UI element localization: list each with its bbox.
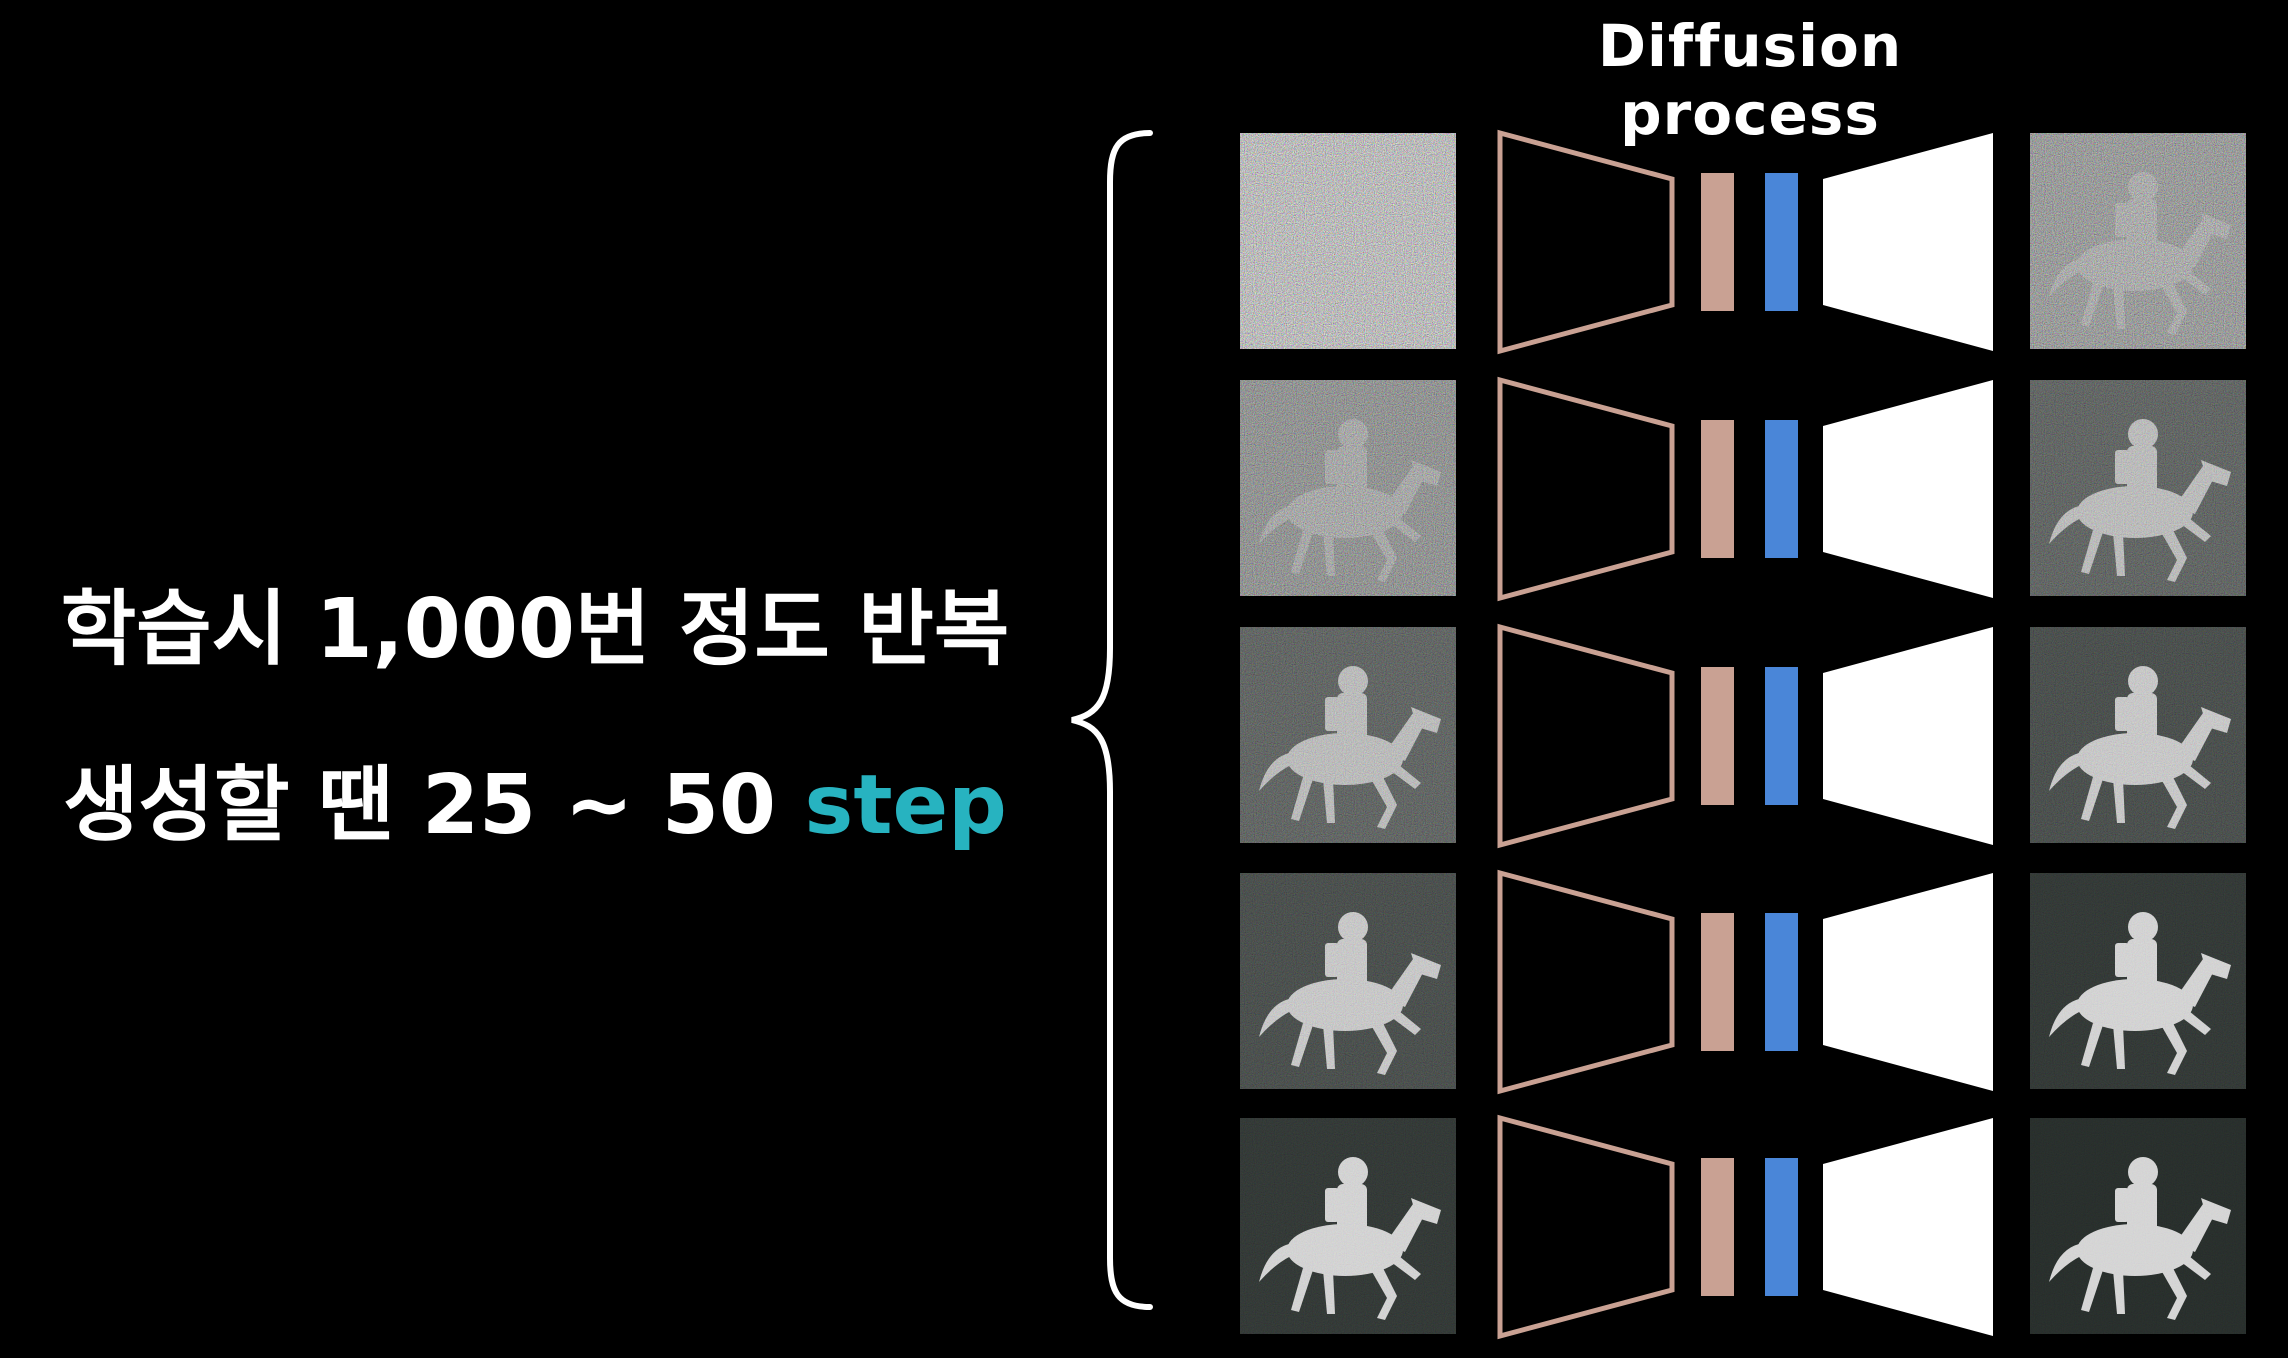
diffusion-step-row — [1240, 376, 2246, 602]
latent-bar-blue — [1765, 1158, 1798, 1296]
clean-astronaut-horse-image — [2030, 1118, 2246, 1334]
diffusion-step-row — [1240, 129, 2246, 355]
encoder-block — [1497, 869, 1675, 1095]
encoder-block — [1497, 129, 1675, 355]
latent-bar-tan — [1701, 173, 1734, 311]
less-noisy-astronaut-horse-image — [2030, 380, 2246, 596]
diffusion-step-row — [1240, 1114, 2246, 1340]
noisy-astronaut-horse-image — [2030, 133, 2246, 349]
step-word: step — [804, 758, 1007, 853]
generation-steps-text: 생성할 땐 25 ~ 50 step — [0, 738, 1070, 857]
latent-bar-blue — [1765, 173, 1798, 311]
clearer-astronaut-horse-image — [2030, 873, 2246, 1089]
astronaut-horse-image — [1240, 873, 1456, 1089]
clearer-astronaut-horse-image — [1240, 1118, 1456, 1334]
decoder-block — [1823, 627, 1993, 845]
less-noisy-astronaut-horse-image — [1240, 627, 1456, 843]
decoder-block — [1823, 873, 1993, 1091]
generation-steps-label: 생성할 땐 25 ~ 50 — [63, 758, 805, 853]
latent-bar-blue — [1765, 667, 1798, 805]
training-steps-label: 학습시 1,000번 정도 반복 — [60, 582, 1010, 677]
decoder-block — [1823, 380, 1993, 598]
encoder-block — [1497, 1114, 1675, 1340]
latent-bar-tan — [1701, 667, 1734, 805]
diagram-title: Diffusion process — [1597, 12, 1903, 148]
latent-bar-tan — [1701, 913, 1734, 1051]
decoder-block — [1823, 133, 1993, 351]
decoder-block — [1823, 1118, 1993, 1336]
diffusion-step-row — [1240, 869, 2246, 1095]
noisy-astronaut-horse-image — [1240, 380, 1456, 596]
pure-noise-image — [1240, 133, 1456, 349]
training-steps-text: 학습시 1,000번 정도 반복 — [0, 562, 1070, 681]
latent-bar-blue — [1765, 420, 1798, 558]
latent-bar-tan — [1701, 1158, 1734, 1296]
diffusion-step-row — [1240, 623, 2246, 849]
astronaut-horse-image — [2030, 627, 2246, 843]
latent-bar-blue — [1765, 913, 1798, 1051]
encoder-block — [1497, 376, 1675, 602]
latent-bar-tan — [1701, 420, 1734, 558]
curly-brace-icon — [1071, 130, 1153, 1310]
encoder-block — [1497, 623, 1675, 849]
